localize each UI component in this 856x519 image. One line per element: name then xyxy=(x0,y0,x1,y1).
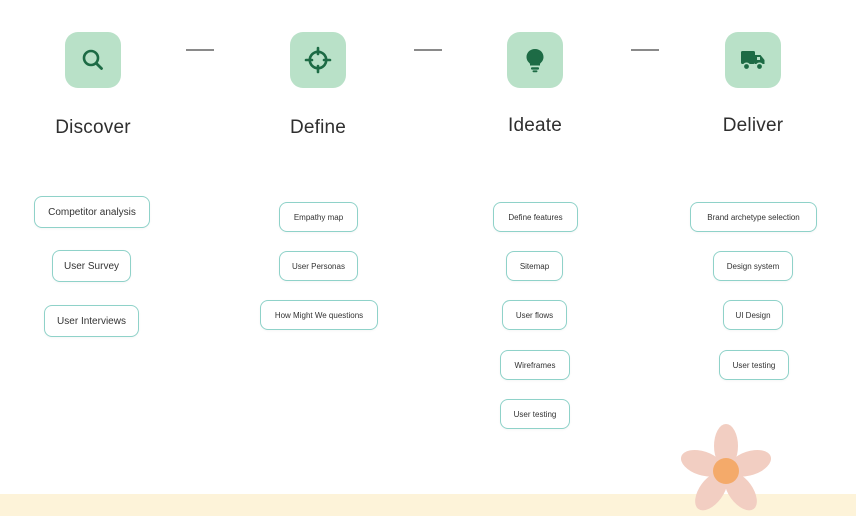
define-item: How Might We questions xyxy=(260,300,378,330)
connector-line xyxy=(631,49,659,51)
phase-title-deliver: Deliver xyxy=(722,115,784,136)
deliver-item: UI Design xyxy=(723,300,783,330)
connector-line xyxy=(414,49,442,51)
lightbulb-icon xyxy=(526,49,544,73)
search-icon xyxy=(82,49,103,70)
discover-icon-tile xyxy=(65,32,121,88)
ideate-item: Sitemap xyxy=(506,251,563,281)
define-icon-tile xyxy=(290,32,346,88)
discover-item: User Survey xyxy=(52,250,131,282)
ideate-item: User flows xyxy=(502,300,567,330)
connector-line xyxy=(186,49,214,51)
crosshair-icon xyxy=(304,46,332,74)
deliver-item: Design system xyxy=(713,251,793,281)
phase-title-ideate: Ideate xyxy=(507,115,563,136)
flower-decoration xyxy=(680,424,772,511)
truck-icon xyxy=(741,51,765,71)
discover-item: User Interviews xyxy=(44,305,139,337)
bottom-band xyxy=(0,494,856,516)
deliver-item: User testing xyxy=(719,350,789,380)
ideate-icon-tile xyxy=(507,32,563,88)
deliver-icon-tile xyxy=(725,32,781,88)
ideate-item: Wireframes xyxy=(500,350,570,380)
define-item: Empathy map xyxy=(279,202,358,232)
discover-item: Competitor analysis xyxy=(34,196,150,228)
deliver-item: Brand archetype selection xyxy=(690,202,817,232)
define-item: User Personas xyxy=(279,251,358,281)
phase-title-discover: Discover xyxy=(55,117,131,138)
ideate-item: User testing xyxy=(500,399,570,429)
ideate-item: Define features xyxy=(493,202,578,232)
phase-title-define: Define xyxy=(289,117,347,138)
